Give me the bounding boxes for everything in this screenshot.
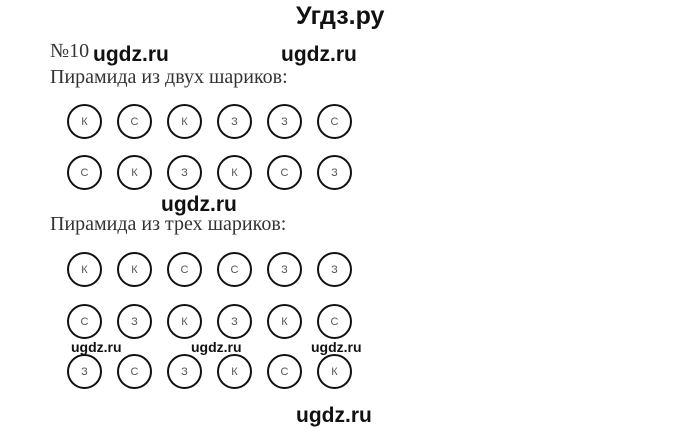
ball: З: [267, 104, 302, 139]
ball: З: [317, 252, 352, 287]
ball: К: [267, 304, 302, 339]
ball: С: [167, 252, 202, 287]
ball: К: [117, 155, 152, 190]
ball: К: [67, 104, 102, 139]
watermark: ugdz.ru: [71, 339, 122, 355]
watermark: ugdz.ru: [296, 404, 372, 427]
watermark: ugdz.ru: [311, 339, 362, 355]
ball: С: [217, 252, 252, 287]
ball-row: К С К З З С: [67, 104, 367, 139]
task-number: №10: [50, 40, 90, 62]
ball: С: [267, 155, 302, 190]
ball: З: [117, 304, 152, 339]
section-heading-two-balls: Пирамида из двух шариков:: [50, 66, 288, 88]
ball: К: [167, 104, 202, 139]
ball: З: [317, 155, 352, 190]
ball: К: [217, 354, 252, 389]
watermark: ugdz.ru: [281, 43, 357, 66]
ball: С: [117, 104, 152, 139]
watermark: ugdz.ru: [93, 43, 169, 66]
ball: К: [67, 252, 102, 287]
watermark: ugdz.ru: [161, 193, 237, 216]
ball: К: [317, 354, 352, 389]
ball: С: [267, 354, 302, 389]
ball: К: [217, 155, 252, 190]
ball: З: [167, 354, 202, 389]
ball: С: [317, 104, 352, 139]
site-title: Угдз.ру: [296, 2, 385, 30]
ball: З: [217, 304, 252, 339]
ball: З: [267, 252, 302, 287]
ball-row: С З К З К С: [67, 304, 367, 339]
ball-row: К К С С З З: [67, 252, 367, 287]
ball: З: [67, 354, 102, 389]
ball: С: [317, 304, 352, 339]
ball: З: [217, 104, 252, 139]
ball-row: З С З К С К: [67, 354, 367, 389]
ball: К: [167, 304, 202, 339]
ball: С: [117, 354, 152, 389]
section-heading-three-balls: Пирамида из трех шариков:: [50, 213, 287, 235]
ball: З: [167, 155, 202, 190]
watermark: ugdz.ru: [191, 339, 242, 355]
ball-row: С К З К С З: [67, 155, 367, 190]
ball: С: [67, 304, 102, 339]
ball: С: [67, 155, 102, 190]
ball: К: [117, 252, 152, 287]
